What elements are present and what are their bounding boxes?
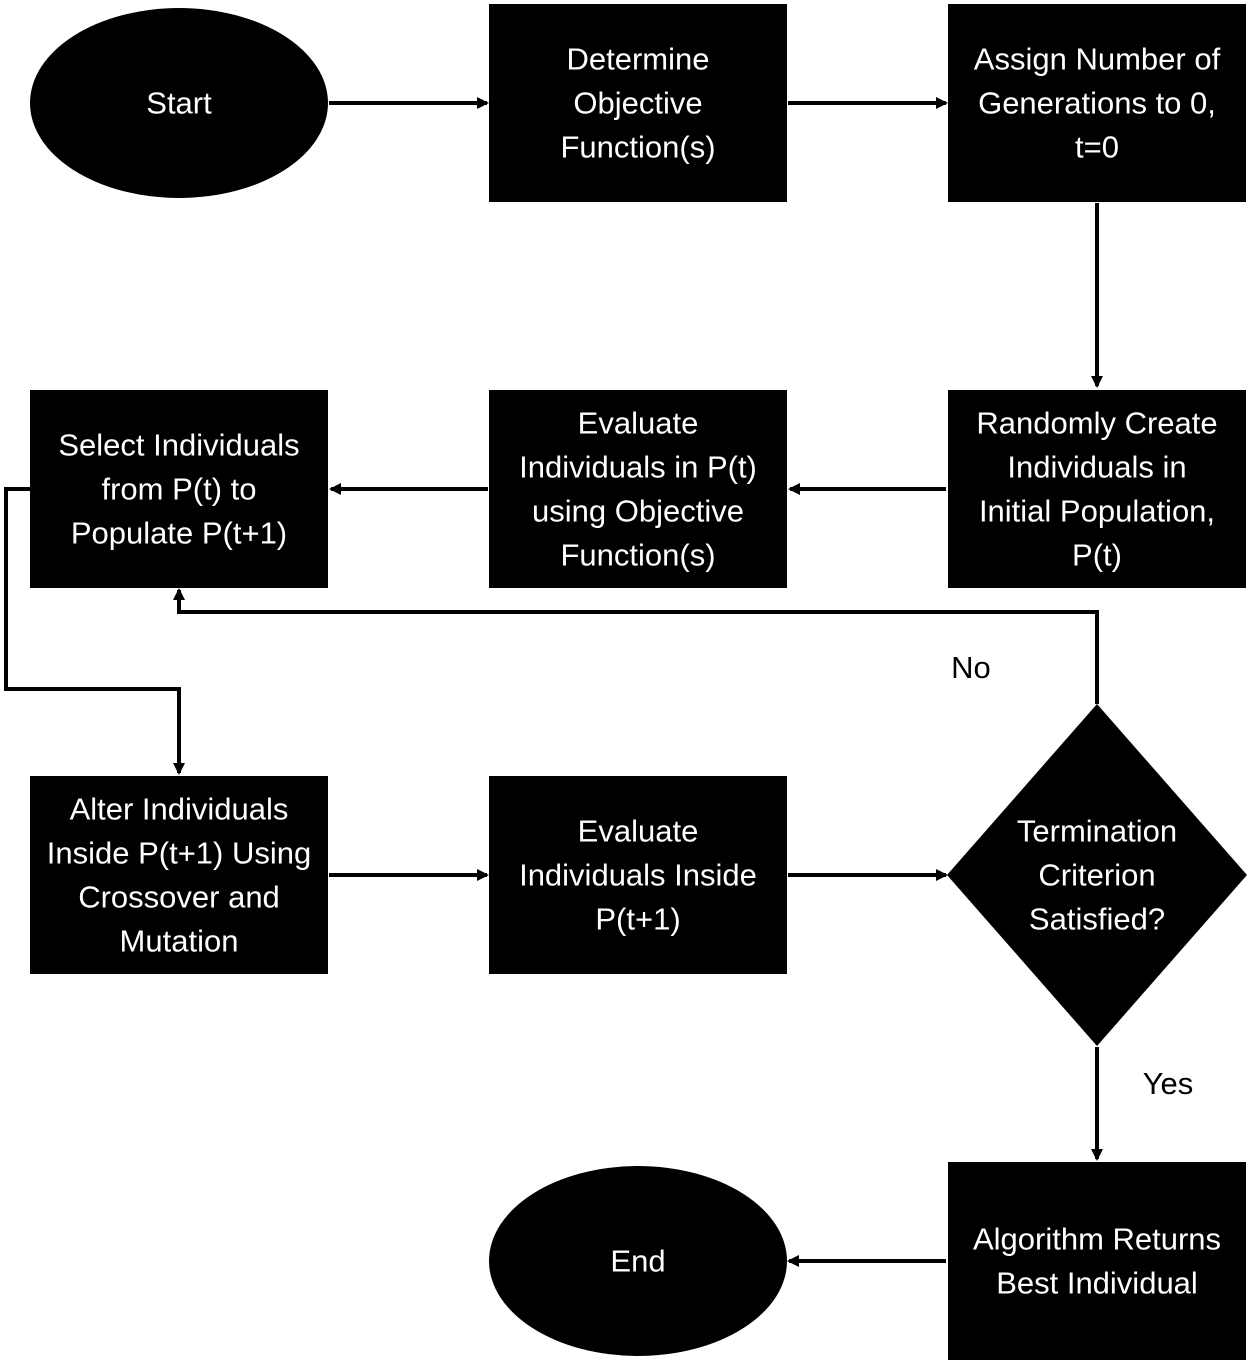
evaluate-pt1-label-line: Evaluate [578, 814, 699, 849]
edges-layer [4, 97, 1103, 1267]
arrow-termination-to-select-individuals [173, 588, 1099, 704]
alter-individuals-label-line: Crossover and [78, 880, 280, 915]
alter-individuals-label-line: Mutation [120, 924, 239, 959]
select-individuals-label: Select Individuals from P(t) to Populate P… [58, 428, 299, 551]
termination-label-line: Satisfied? [1029, 902, 1165, 937]
randomly-create-box [948, 390, 1246, 588]
start-label-line: Start [146, 86, 212, 121]
alter-individuals-box [30, 776, 328, 974]
returns-best-label-line: Best Individual [996, 1266, 1198, 1301]
start-ellipse [30, 8, 328, 198]
assign-generations-label: Assign Number of Generations to 0, t=0 [974, 42, 1221, 165]
termination-label-line: Criterion [1038, 858, 1155, 893]
arrow-select-individuals-to-alter-individuals [4, 487, 185, 775]
evaluate-pt1-box [489, 776, 787, 974]
randomly-create-label-line: Initial Population, [979, 494, 1215, 529]
assign-generations-label-line: t=0 [1075, 130, 1119, 165]
select-individuals-box [30, 390, 328, 588]
evaluate-pt1-label-line: Individuals Inside [519, 858, 757, 893]
end-label: End [610, 1244, 665, 1279]
evaluate-pt1-label-line: P(t+1) [595, 902, 680, 937]
returns-best-label-line: Algorithm Returns [973, 1222, 1221, 1257]
determine-objective-label-line: Objective [573, 86, 702, 121]
select-individuals-label-line: Select Individuals [58, 428, 299, 463]
assign-generations-label-line: Generations to 0, [978, 86, 1216, 121]
alter-individuals-label-line: Inside P(t+1) Using [47, 836, 311, 871]
select-individuals-label-line: from P(t) to [101, 472, 256, 507]
evaluate-pt-box [489, 390, 787, 588]
determine-objective-label-line: Determine [567, 42, 710, 77]
evaluate-pt-label-line: using Objective [532, 494, 744, 529]
edge-label-no: No [951, 650, 991, 685]
determine-objective-box [489, 4, 787, 202]
randomly-create-label-line: P(t) [1072, 538, 1122, 573]
node-start: Start [30, 8, 328, 198]
termination-label-line: Termination [1017, 814, 1177, 849]
determine-objective-label-line: Function(s) [560, 130, 715, 165]
end-label-line: End [610, 1244, 665, 1279]
randomly-create-label-line: Randomly Create [976, 406, 1217, 441]
returns-best-box [948, 1162, 1246, 1360]
termination-diamond [947, 704, 1247, 1046]
end-ellipse [489, 1166, 787, 1356]
assign-generations-label-line: Assign Number of [974, 42, 1221, 77]
edge-label-yes: Yes [1143, 1066, 1194, 1101]
evaluate-pt-label-line: Function(s) [560, 538, 715, 573]
node-assign-generations: Assign Number of Generations to 0, t=0 [948, 4, 1246, 202]
select-individuals-label-line: Populate P(t+1) [71, 516, 287, 551]
evaluate-pt-label-line: Evaluate [578, 406, 699, 441]
alter-individuals-label-line: Alter Individuals [70, 792, 289, 827]
node-select-individuals: Select Individuals from P(t) to Populate P… [30, 390, 328, 588]
randomly-create-label-line: Individuals in [1007, 450, 1186, 485]
assign-generations-box [948, 4, 1246, 202]
start-label: Start [146, 86, 212, 121]
node-end: End [489, 1166, 787, 1356]
evaluate-pt-label-line: Individuals in P(t) [519, 450, 757, 485]
